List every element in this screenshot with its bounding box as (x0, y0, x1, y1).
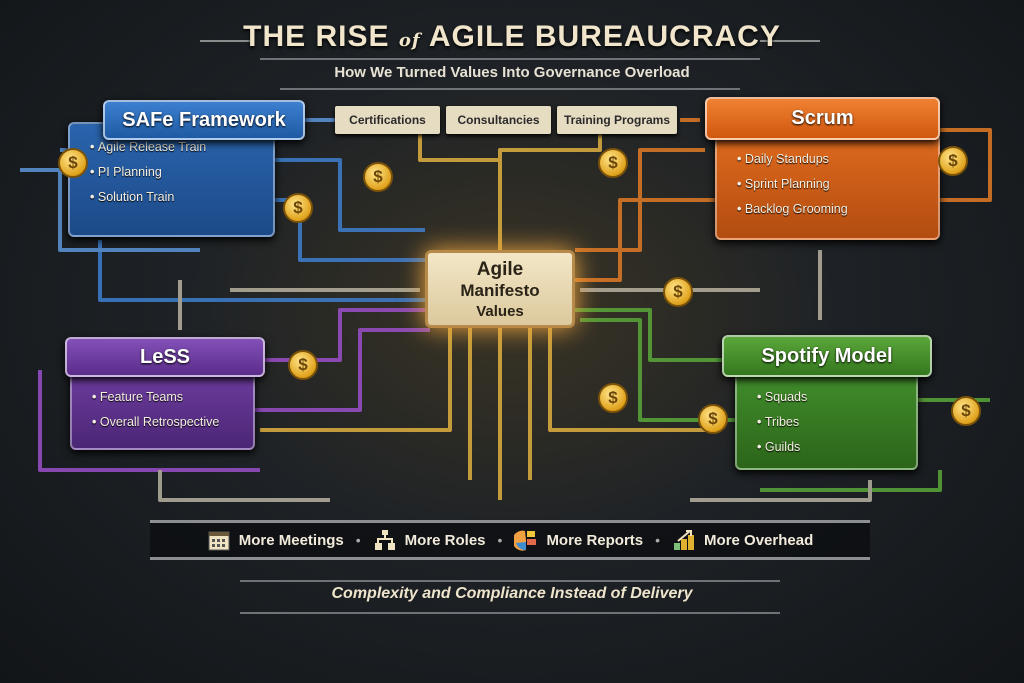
dollar-coin-icon: $ (698, 404, 728, 434)
title-rule-left (200, 40, 250, 42)
consequence-item: More Meetings (207, 529, 344, 551)
scrum-item: Daily Standups (737, 152, 938, 166)
dollar-coin-icon: $ (363, 162, 393, 192)
safe-panel: Agile Release Train PI Planning Solution… (68, 122, 275, 237)
divider (260, 58, 760, 60)
dollar-coin-icon: $ (598, 383, 628, 413)
more-reports-label: More Reports (546, 531, 644, 549)
tagline: Complexity and Compliance Instead of Del… (331, 585, 693, 602)
scrum-panel: Daily Standups Sprint Planning Backlog G… (715, 134, 940, 240)
org-chart-icon (374, 530, 395, 550)
safe-item: Solution Train (90, 190, 273, 204)
calendar-icon (208, 531, 230, 551)
dollar-coin-icon: $ (288, 350, 318, 380)
less-item: Overall Retrospective (92, 415, 253, 429)
divider (240, 580, 780, 582)
rising-bar-chart-icon (674, 530, 695, 550)
title-rule-right (760, 40, 820, 42)
consequence-item: More Roles (373, 529, 486, 551)
consequences-bar: More Meetings • More Roles • More Report… (150, 520, 870, 560)
spotify-item: Tribes (757, 415, 916, 429)
spotify-item: Squads (757, 390, 916, 404)
tag-certifications: Certifications (335, 106, 440, 134)
consequence-item: More Reports (514, 529, 643, 551)
safe-item: Agile Release Train (90, 140, 273, 154)
less-panel: Feature Teams Overall Retrospective (70, 372, 255, 450)
dollar-coin-icon: $ (598, 148, 628, 178)
divider (240, 612, 780, 614)
less-item: Feature Teams (92, 390, 253, 404)
subtitle: How We Turned Values Into Governance Ove… (334, 64, 690, 81)
safe-header: SAFe Framework (103, 100, 305, 140)
center-line: Manifesto (460, 281, 540, 300)
dollar-coin-icon: $ (58, 148, 88, 178)
dollar-coin-icon: $ (663, 277, 693, 307)
scrum-item: Sprint Planning (737, 177, 938, 191)
center-line: Agile (476, 259, 524, 280)
spotify-header: Spotify Model (722, 335, 932, 377)
more-roles-label: More Roles (404, 531, 486, 549)
consequence-item: More Overhead (672, 529, 813, 551)
center-line: Values (476, 303, 524, 320)
scrum-header: Scrum (705, 97, 940, 140)
scrum-item: Backlog Grooming (737, 202, 938, 216)
divider (280, 88, 740, 90)
less-header: LeSS (65, 337, 265, 377)
tag-consultancies: Consultancies (446, 106, 551, 134)
page-title: THE RISE of AGILE BUREAUCRACY (243, 20, 781, 53)
pie-chart-icon (514, 530, 537, 551)
spotify-panel: Squads Tribes Guilds (735, 372, 918, 470)
dollar-coin-icon: $ (283, 193, 313, 223)
more-overhead-label: More Overhead (704, 531, 814, 549)
spotify-item: Guilds (757, 440, 916, 454)
tag-training-programs: Training Programs (557, 106, 677, 134)
safe-item: PI Planning (90, 165, 273, 179)
more-meetings-label: More Meetings (238, 531, 344, 549)
agile-manifesto-values: Agile Manifesto Values (425, 250, 575, 328)
dollar-coin-icon: $ (938, 146, 968, 176)
dollar-coin-icon: $ (951, 396, 981, 426)
